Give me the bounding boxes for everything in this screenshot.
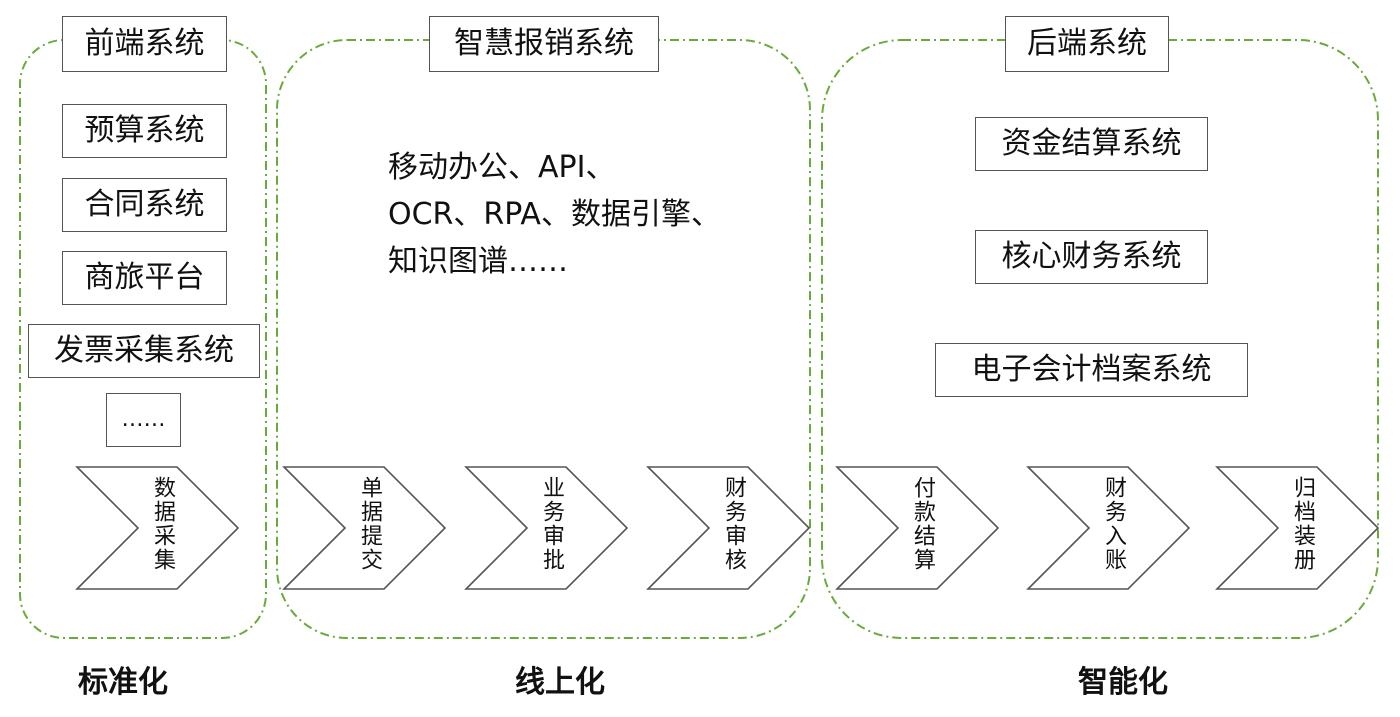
invoice-collection-system-box: 发票采集系统 (28, 324, 260, 378)
middle-group-title: 智慧报销系统 (429, 16, 659, 72)
travel-platform-box: 商旅平台 (62, 251, 227, 305)
contract-system-box: 合同系统 (62, 178, 227, 232)
step-3-chevron (464, 466, 629, 590)
front-group-title: 前端系统 (62, 16, 227, 72)
e-accounting-archive-system-box: 电子会计档案系统 (935, 343, 1248, 397)
stage-online-label: 线上化 (515, 665, 605, 700)
stage-standardization-label: 标准化 (78, 665, 168, 700)
technology-list: 移动办公、API、 OCR、RPA、数据引擎、 知识图谱…… (388, 144, 721, 285)
step-2-label: 单据提交 (357, 476, 382, 572)
step-4-chevron (646, 466, 811, 590)
step-5-chevron (835, 466, 1000, 590)
fund-settlement-system-box: 资金结算系统 (975, 117, 1208, 171)
step-1-label: 数据采集 (150, 476, 175, 572)
budget-system-box: 预算系统 (62, 104, 227, 158)
core-finance-system-box: 核心财务系统 (975, 230, 1208, 284)
stage-intelligent-label: 智能化 (1078, 665, 1168, 700)
step-6-label: 财务入账 (1101, 476, 1126, 572)
step-2-chevron (282, 466, 447, 590)
step-6-chevron (1026, 466, 1191, 590)
step-7-chevron (1215, 466, 1380, 590)
back-group-title: 后端系统 (1005, 16, 1169, 72)
step-3-label: 业务审批 (539, 476, 564, 572)
technology-line: 移动办公、API、 (388, 150, 616, 185)
technology-line: OCR、RPA、数据引擎、 (388, 197, 721, 232)
step-5-label: 付款结算 (910, 476, 935, 572)
technology-line: 知识图谱…… (388, 244, 568, 279)
step-7-label: 归档装册 (1290, 476, 1315, 572)
more-systems-box: …… (106, 393, 181, 447)
step-1-chevron (75, 466, 240, 590)
step-4-label: 财务审核 (721, 476, 746, 572)
